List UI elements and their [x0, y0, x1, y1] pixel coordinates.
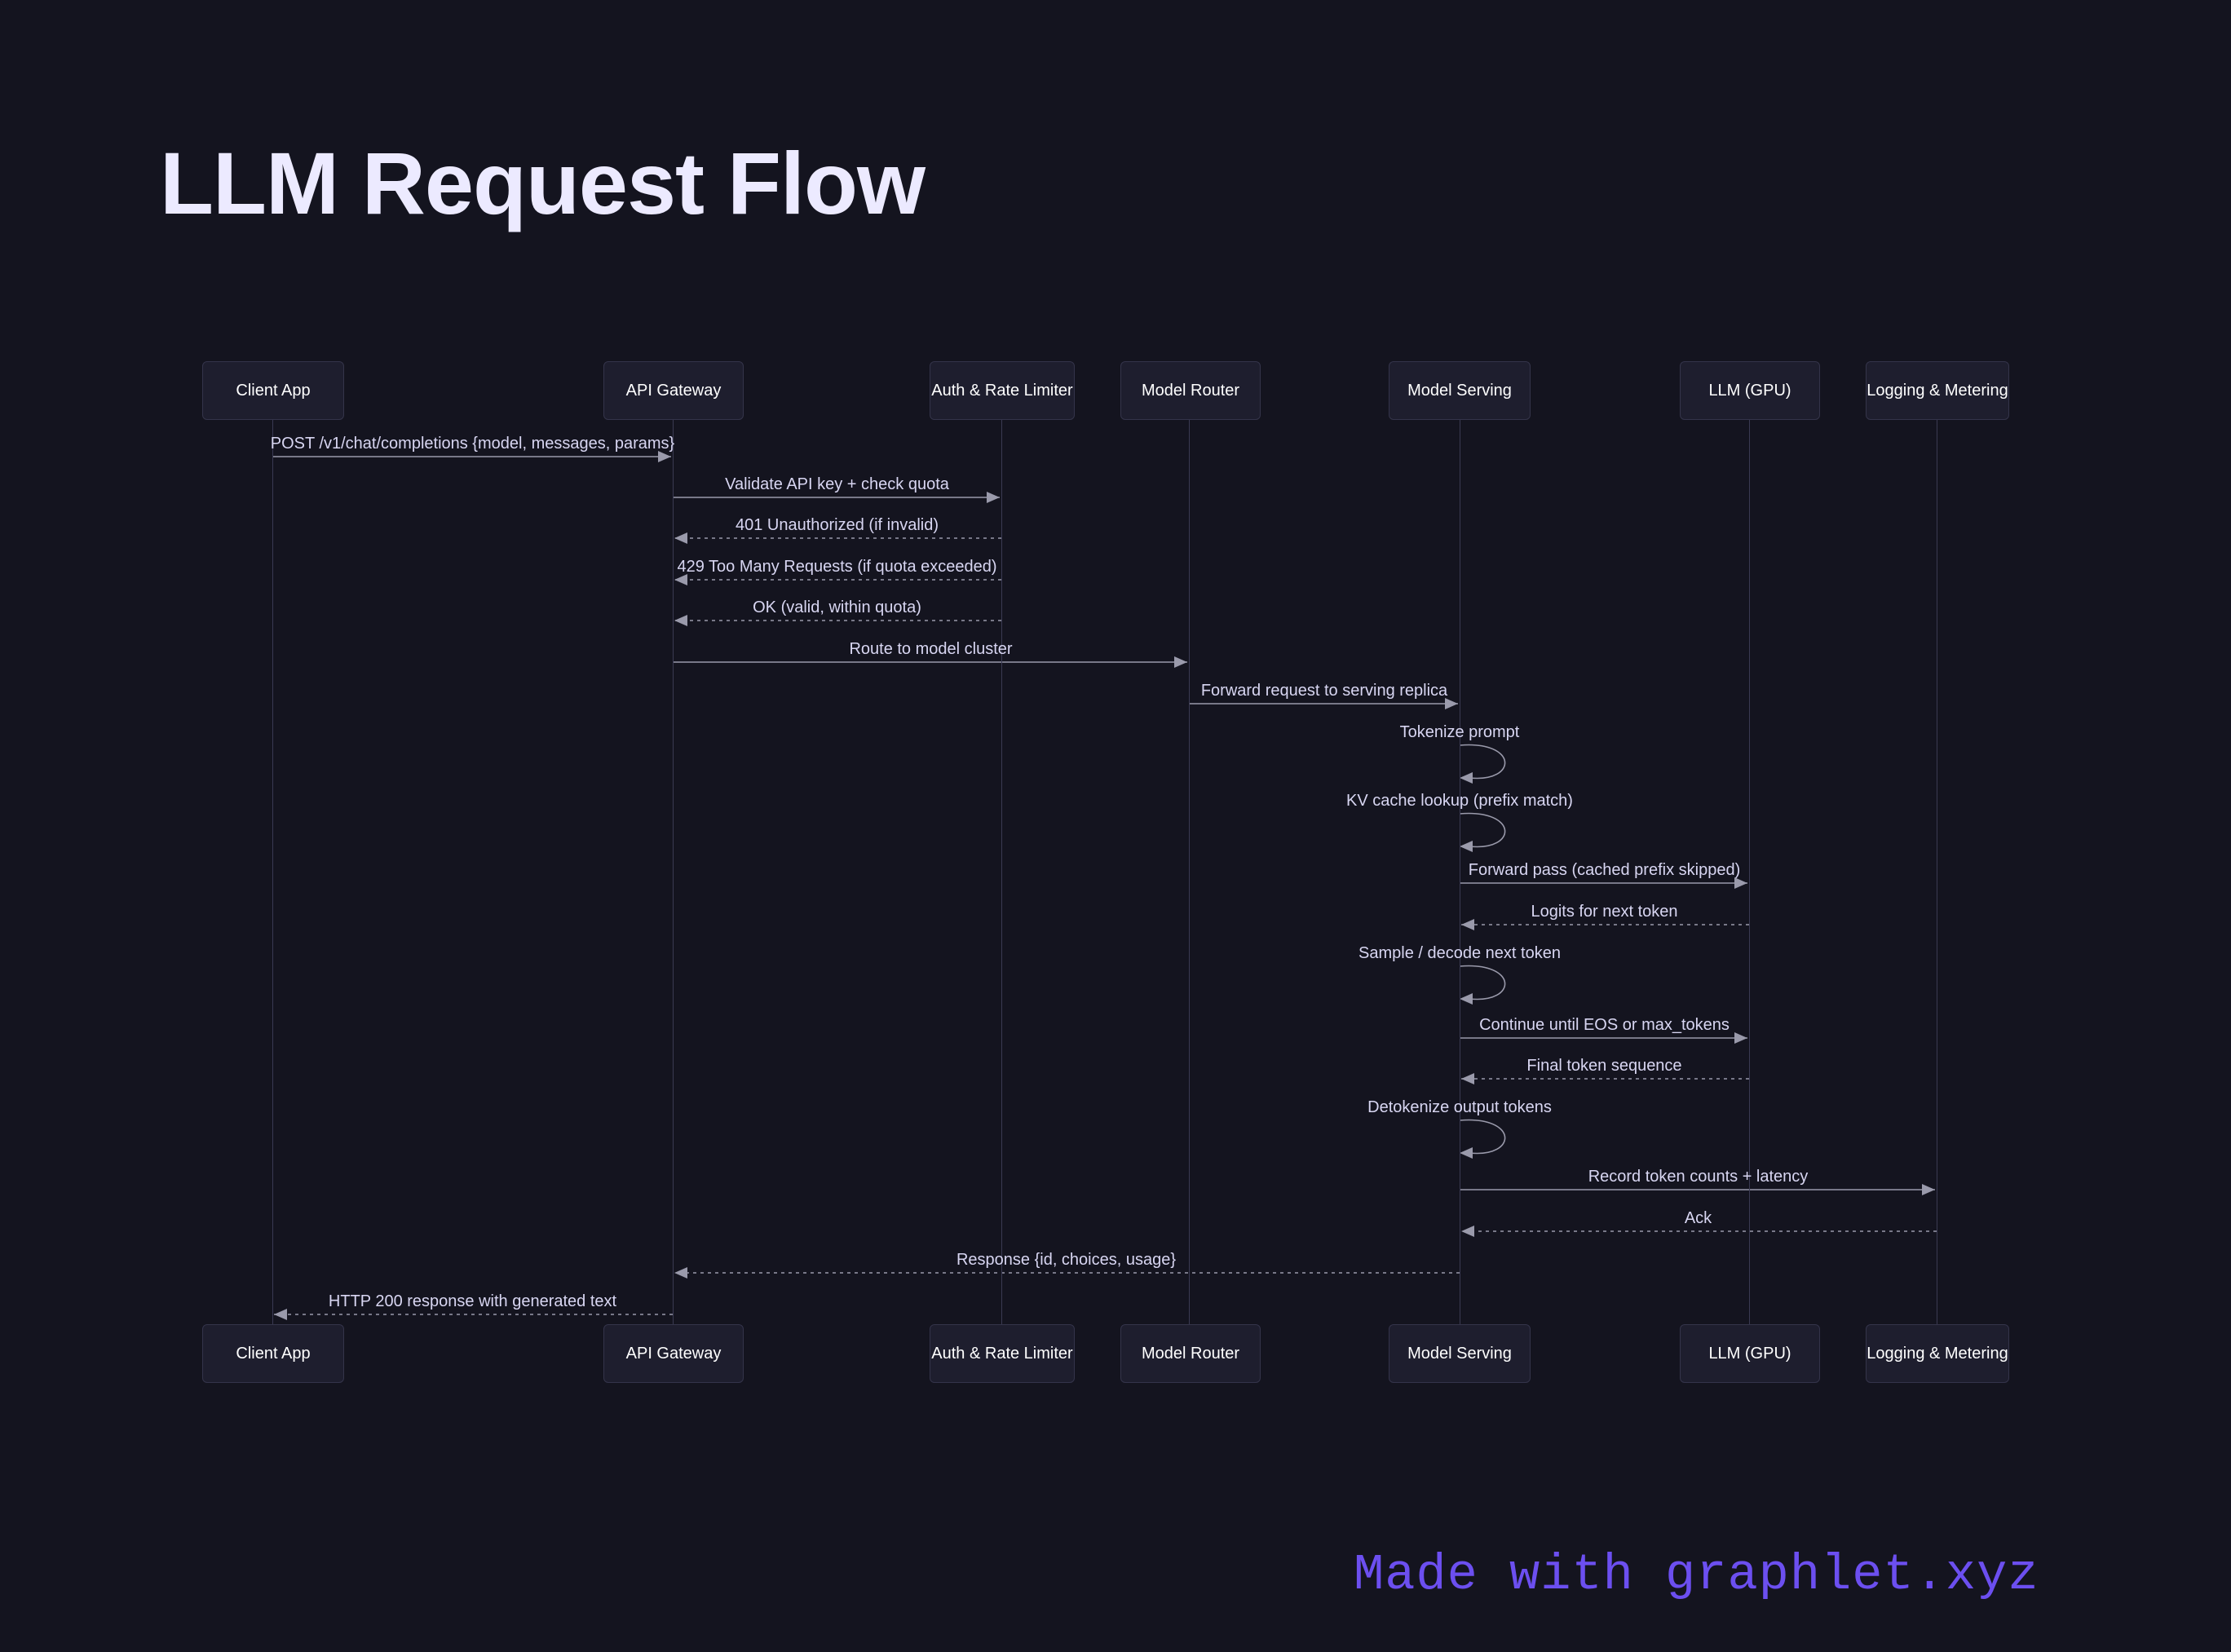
- message-label: Response {id, choices, usage}: [956, 1251, 1177, 1269]
- participant-label: LLM (GPU): [1708, 1345, 1791, 1363]
- participant-gateway-bottom[interactable]: API Gateway: [603, 1324, 744, 1383]
- participant-label: API Gateway: [625, 1345, 722, 1363]
- participant-label: LLM (GPU): [1708, 382, 1791, 400]
- participant-gateway-top[interactable]: API Gateway: [603, 361, 744, 420]
- participant-serving-top[interactable]: Model Serving: [1389, 361, 1531, 420]
- message-label: Final token sequence: [1526, 1057, 1682, 1075]
- participant-label: Auth & Rate Limiter: [931, 1345, 1073, 1363]
- participant-label: Model Router: [1141, 382, 1240, 400]
- message-label: OK (valid, within quota): [753, 599, 921, 616]
- participant-label: Model Serving: [1407, 382, 1512, 400]
- message-label: HTTP 200 response with generated text: [328, 1292, 617, 1310]
- participant-router-top[interactable]: Model Router: [1120, 361, 1261, 420]
- message-label: Continue until EOS or max_tokens: [1479, 1016, 1730, 1034]
- participant-label: API Gateway: [625, 382, 722, 400]
- message-label: 429 Too Many Requests (if quota exceeded…: [677, 558, 997, 576]
- message-label: Forward request to serving replica: [1200, 682, 1448, 700]
- message-label: Logits for next token: [1531, 903, 1678, 921]
- message-label: 401 Unauthorized (if invalid): [735, 516, 939, 534]
- participant-label: Client App: [236, 1345, 311, 1363]
- participant-logging-bottom[interactable]: Logging & Metering: [1866, 1324, 2009, 1383]
- message-label: KV cache lookup (prefix match): [1346, 792, 1573, 810]
- message-label: Record token counts + latency: [1588, 1168, 1809, 1186]
- message-label: Validate API key + check quota: [725, 475, 949, 493]
- participant-label: Logging & Metering: [1867, 382, 2008, 400]
- message-label: Detokenize output tokens: [1367, 1098, 1552, 1116]
- lifeline-auth: [1001, 420, 1002, 1324]
- lifeline-gateway: [673, 420, 674, 1324]
- message-label: Route to model cluster: [849, 640, 1013, 658]
- page-title: LLM Request Flow: [160, 134, 926, 232]
- message-label: POST /v1/chat/completions {model, messag…: [270, 435, 675, 453]
- participant-auth-bottom[interactable]: Auth & Rate Limiter: [930, 1324, 1075, 1383]
- participant-auth-top[interactable]: Auth & Rate Limiter: [930, 361, 1075, 420]
- lifeline-router: [1189, 420, 1190, 1324]
- participant-router-bottom[interactable]: Model Router: [1120, 1324, 1261, 1383]
- participant-client-top[interactable]: Client App: [202, 361, 344, 420]
- lifeline-gpu: [1749, 420, 1750, 1324]
- participant-label: Model Serving: [1407, 1345, 1512, 1363]
- message-label: Tokenize prompt: [1399, 723, 1520, 741]
- participant-label: Auth & Rate Limiter: [931, 382, 1073, 400]
- participant-label: Logging & Metering: [1867, 1345, 2008, 1363]
- participant-gpu-top[interactable]: LLM (GPU): [1680, 361, 1820, 420]
- participant-label: Client App: [236, 382, 311, 400]
- watermark: Made with graphlet.xyz: [1354, 1546, 2039, 1604]
- lifeline-client: [272, 420, 273, 1324]
- message-label: Ack: [1684, 1209, 1712, 1227]
- message-label: Forward pass (cached prefix skipped): [1468, 861, 1741, 879]
- participant-gpu-bottom[interactable]: LLM (GPU): [1680, 1324, 1820, 1383]
- participant-client-bottom[interactable]: Client App: [202, 1324, 344, 1383]
- participant-logging-top[interactable]: Logging & Metering: [1866, 361, 2009, 420]
- participant-label: Model Router: [1141, 1345, 1240, 1363]
- message-label: Sample / decode next token: [1358, 944, 1561, 962]
- participant-serving-bottom[interactable]: Model Serving: [1389, 1324, 1531, 1383]
